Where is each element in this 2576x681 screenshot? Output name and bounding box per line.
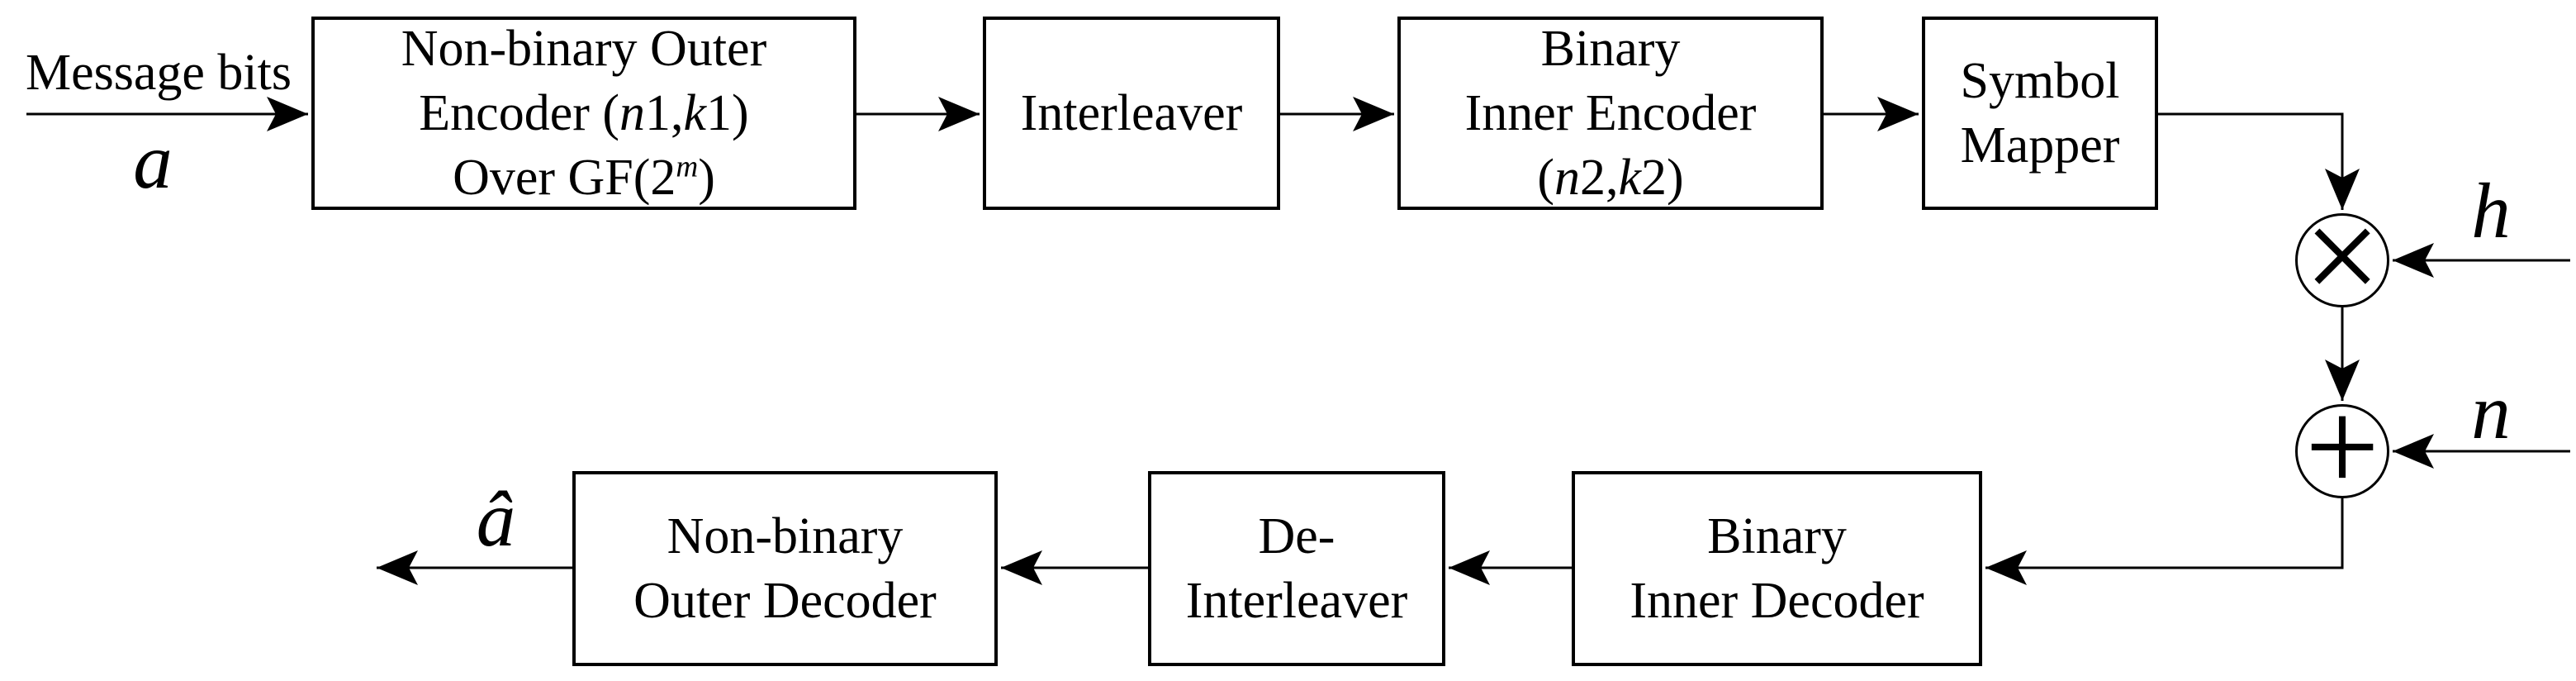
fading-symbol-h: h	[2471, 167, 2511, 255]
block-deinterleaver: De-Interleaver	[1148, 471, 1445, 666]
plus-symbol: +	[2304, 373, 2380, 520]
block-interleaver: Interleaver	[983, 17, 1280, 210]
multiply-symbol: ×	[2303, 179, 2381, 331]
multiplier-node: ×	[2295, 188, 2389, 324]
mapper-to-multiplier-arrow	[2158, 112, 2360, 210]
adder-to-inner-decoder-arrow	[1985, 498, 2344, 585]
decoded-symbol-a-hat: â	[476, 475, 516, 563]
adder-node: +	[2295, 380, 2389, 512]
noise-symbol-n: n	[2471, 368, 2511, 455]
message-symbol-a: a	[133, 117, 173, 205]
message-bits-label: Message bits	[25, 44, 292, 101]
